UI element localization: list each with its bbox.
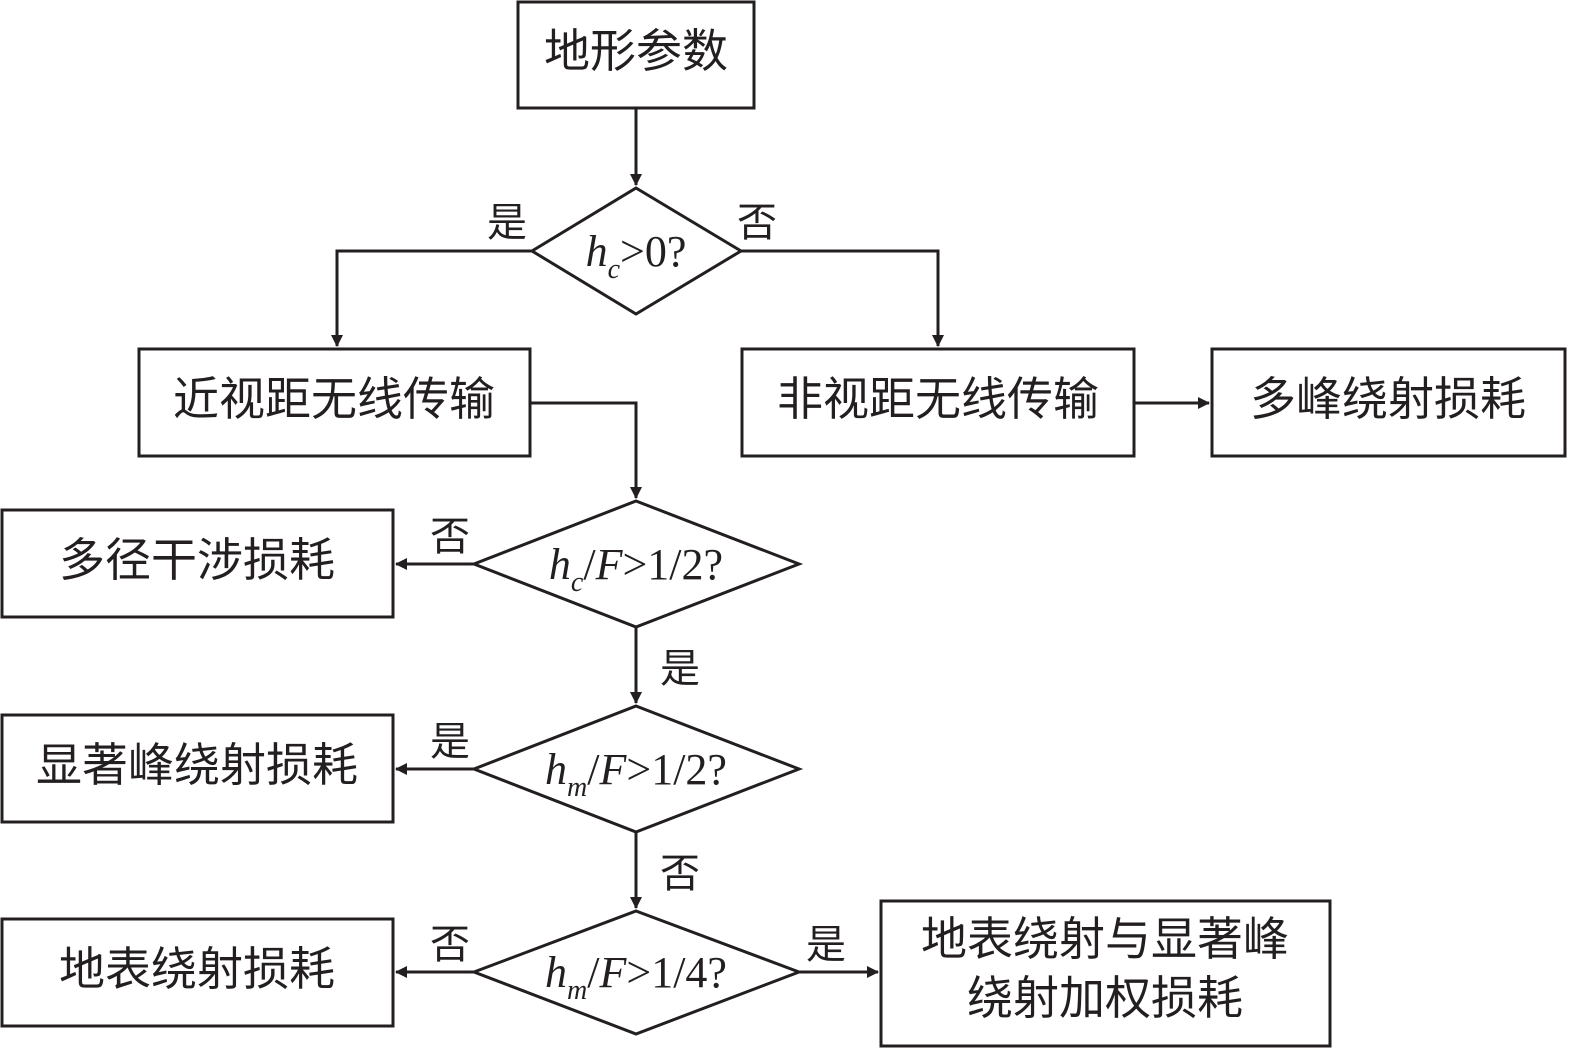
label-d3-yes: 是 xyxy=(430,719,470,765)
node-terrain: 地形参数 xyxy=(516,0,756,110)
label-d2-no: 否 xyxy=(430,514,470,560)
node-surface: 地表绕射损耗 xyxy=(0,917,395,1028)
label-d4-no: 否 xyxy=(430,922,470,968)
label-d4-yes: 是 xyxy=(806,922,846,968)
node-los-label: 近视距无线传输 xyxy=(173,372,495,426)
node-weighted-label-line2: 绕射加权损耗 xyxy=(967,971,1243,1025)
connectors xyxy=(331,108,1210,978)
edge-d1-yes-los xyxy=(331,249,532,347)
label-d2-yes: 是 xyxy=(660,646,700,692)
node-multipath-label: 多径干涉损耗 xyxy=(59,533,335,587)
node-peak: 显著峰绕射损耗 xyxy=(0,713,395,824)
label-d1-no: 否 xyxy=(737,200,777,246)
node-weighted-label-line1: 地表绕射与显著峰 xyxy=(921,912,1289,966)
edge-los-d2 xyxy=(530,401,642,499)
node-multipeak: 多峰绕射损耗 xyxy=(1210,347,1567,458)
decision-hm-over-F-half-label: hm/F>1/2? xyxy=(545,745,727,803)
node-nlos-label: 非视距无线传输 xyxy=(777,372,1099,426)
decision-hc-over-F-label: hc/F>1/2? xyxy=(549,540,723,598)
decision-hm-over-F-quarter-label: hm/F>1/4? xyxy=(545,948,727,1006)
label-d3-no: 否 xyxy=(660,851,700,897)
decision-hm-over-F-half: hm/F>1/2? xyxy=(469,704,804,834)
decision-hc-gt-0-label: hc>0? xyxy=(586,227,687,285)
node-los: 近视距无线传输 xyxy=(137,347,532,458)
decision-hc-gt-0: hc>0? xyxy=(529,186,744,316)
node-weighted: 地表绕射与显著峰 绕射加权损耗 xyxy=(879,899,1332,1048)
node-terrain-label: 地形参数 xyxy=(544,24,728,78)
node-peak-label: 显著峰绕射损耗 xyxy=(36,738,358,792)
label-d1-yes: 是 xyxy=(487,200,527,246)
decision-hm-over-F-quarter: hm/F>1/4? xyxy=(469,909,804,1036)
edge-d1-no-nlos xyxy=(741,249,944,347)
node-surface-label: 地表绕射损耗 xyxy=(59,942,335,996)
node-nlos: 非视距无线传输 xyxy=(740,347,1136,458)
node-multipeak-label: 多峰绕射损耗 xyxy=(1250,372,1526,426)
node-multipath: 多径干涉损耗 xyxy=(0,508,395,619)
decision-hc-over-F: hc/F>1/2? xyxy=(469,499,804,629)
